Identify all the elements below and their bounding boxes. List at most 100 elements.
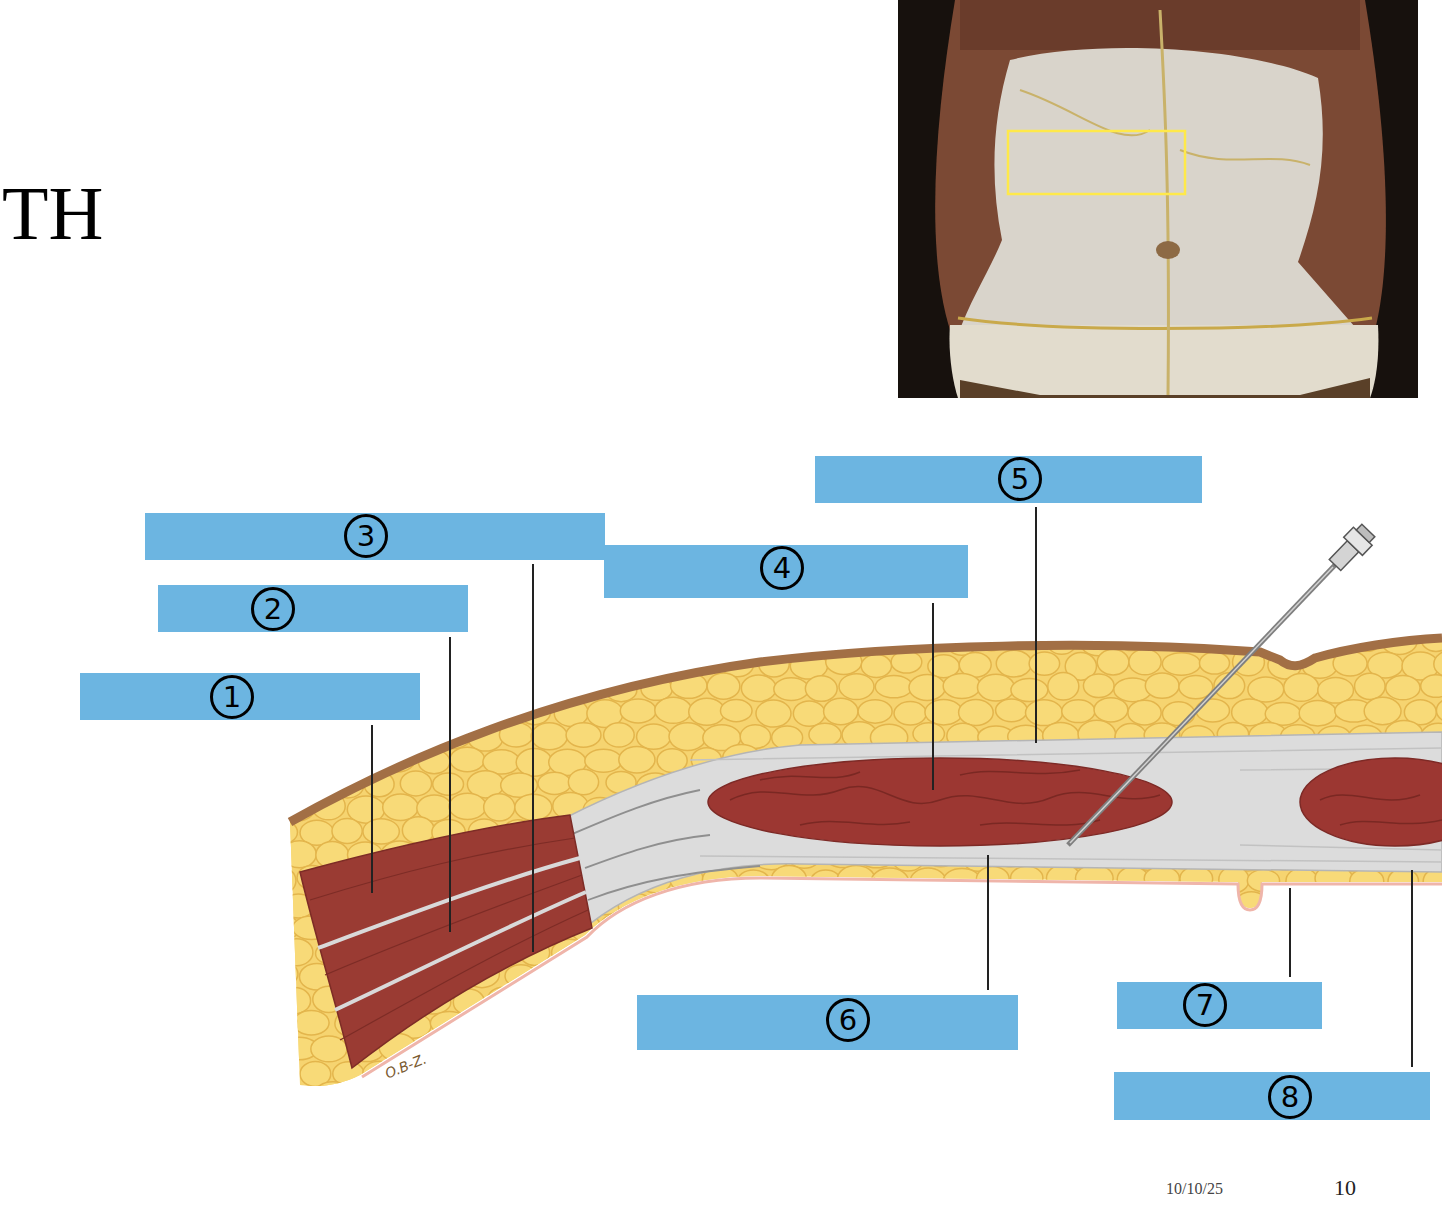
fat-lobule (553, 1037, 590, 1060)
fat-lobule (875, 676, 912, 698)
rectus-muscle (708, 758, 1172, 846)
fat-lobule (620, 699, 656, 723)
fat-lobule (619, 650, 654, 675)
leader-line (371, 725, 373, 893)
fat-lobule (331, 720, 367, 748)
leader-line (987, 855, 989, 990)
fat-lobule (1076, 962, 1111, 989)
fat-lobule (822, 890, 856, 917)
lateral-muscles (300, 815, 592, 1068)
fat-lobule (1185, 914, 1215, 940)
fat-lobule (996, 890, 1027, 917)
fat-lobule (670, 1061, 701, 1084)
fat-lobule (585, 749, 622, 772)
fat-lobule (754, 889, 790, 917)
nerves (1020, 90, 1310, 165)
fat-lobule (480, 649, 518, 677)
fat-lobule (383, 1085, 417, 1107)
fat-lobule (875, 1057, 910, 1083)
callout-number: 5 (998, 457, 1042, 501)
callout-number: 7 (1183, 983, 1227, 1027)
fat-lobule (504, 1060, 536, 1085)
callout-number: 8 (1268, 1075, 1312, 1119)
muscle-fascia (318, 858, 586, 1010)
fat-lobule (1437, 938, 1442, 964)
fat-lobule (1076, 918, 1111, 942)
fat-lobule (538, 627, 569, 651)
fat-lobule (484, 794, 515, 821)
fat-lobule (1331, 939, 1368, 963)
fat-lobule (737, 870, 769, 894)
fat-lobule (686, 1081, 723, 1105)
fat-lobule (842, 961, 878, 986)
needle-shaft (1068, 565, 1335, 845)
fat-lobule (449, 793, 486, 819)
fat-lobule (1114, 918, 1151, 940)
fat-lobule (1299, 1035, 1334, 1063)
fat-lobule (488, 1034, 519, 1059)
fat-lobule (400, 725, 434, 747)
fat-lobule (400, 771, 431, 796)
fat-lobule (606, 630, 636, 654)
linea-alba (1160, 10, 1168, 398)
fat-lobule (788, 890, 825, 917)
fat-lobule (604, 723, 635, 747)
fat-lobule (1046, 627, 1077, 655)
fat-lobule (432, 1059, 463, 1084)
fat-lobule (567, 1059, 600, 1083)
fat-lobule (823, 1082, 855, 1106)
fat-lobule (638, 628, 671, 651)
zoom-frame (1008, 131, 1185, 194)
fat-lobule (433, 773, 464, 795)
fat-lobule (689, 698, 725, 725)
fat-lobule (777, 918, 808, 942)
needle-shine (1070, 567, 1333, 843)
fat-lobule (553, 650, 587, 675)
fat-lobule (925, 700, 963, 725)
fat-lobule (588, 990, 619, 1013)
fat-lobule (517, 654, 554, 677)
fat-lobule (1351, 1009, 1384, 1035)
fat-lobule (588, 1081, 624, 1106)
fat-lobule (552, 987, 582, 1010)
fat-lobule (1369, 1034, 1400, 1058)
fat-lobule (839, 674, 874, 700)
fat-lobule (418, 698, 453, 723)
label-box: 4 (604, 545, 968, 598)
fat-lobule (1096, 1038, 1130, 1062)
fat-lobule (1434, 988, 1442, 1013)
fat-lobule (618, 942, 654, 964)
fat-lobule (1062, 1085, 1095, 1109)
callout-number: 6 (826, 998, 870, 1042)
fat-lobule (996, 699, 1028, 722)
fat-lobule (1026, 1084, 1064, 1110)
fat-lobule (912, 1058, 944, 1083)
fat-lobule (267, 772, 297, 796)
fat-lobule (1317, 915, 1351, 942)
fat-lobule (1386, 675, 1420, 699)
leader-line (1411, 870, 1413, 1067)
fat-lobule (1333, 1032, 1366, 1060)
fat-lobule (299, 771, 335, 798)
fat-lobule (1355, 673, 1386, 699)
fat-lobule (600, 1062, 635, 1085)
fat-lobule (538, 672, 570, 700)
fat-lobule (706, 631, 740, 654)
fat-lobule (634, 1059, 669, 1085)
fat-lobule (1248, 677, 1284, 702)
fat-lobule (419, 651, 452, 677)
fat-lobule (261, 630, 293, 653)
fat-lobule (1400, 986, 1433, 1009)
fat-lobule (589, 1038, 624, 1060)
fat-lobule (584, 941, 619, 963)
fat-lobule (793, 701, 825, 726)
fat-lobule (861, 655, 891, 678)
fat-lobule (722, 938, 758, 965)
fat-lobule (911, 915, 942, 941)
fat-lobule (263, 1013, 298, 1036)
fat-lobule (1365, 990, 1401, 1015)
label-box: 2 (158, 585, 468, 632)
fat-lobule (465, 1057, 501, 1083)
fat-lobule (1215, 917, 1251, 943)
fat-lobule (1064, 895, 1097, 918)
